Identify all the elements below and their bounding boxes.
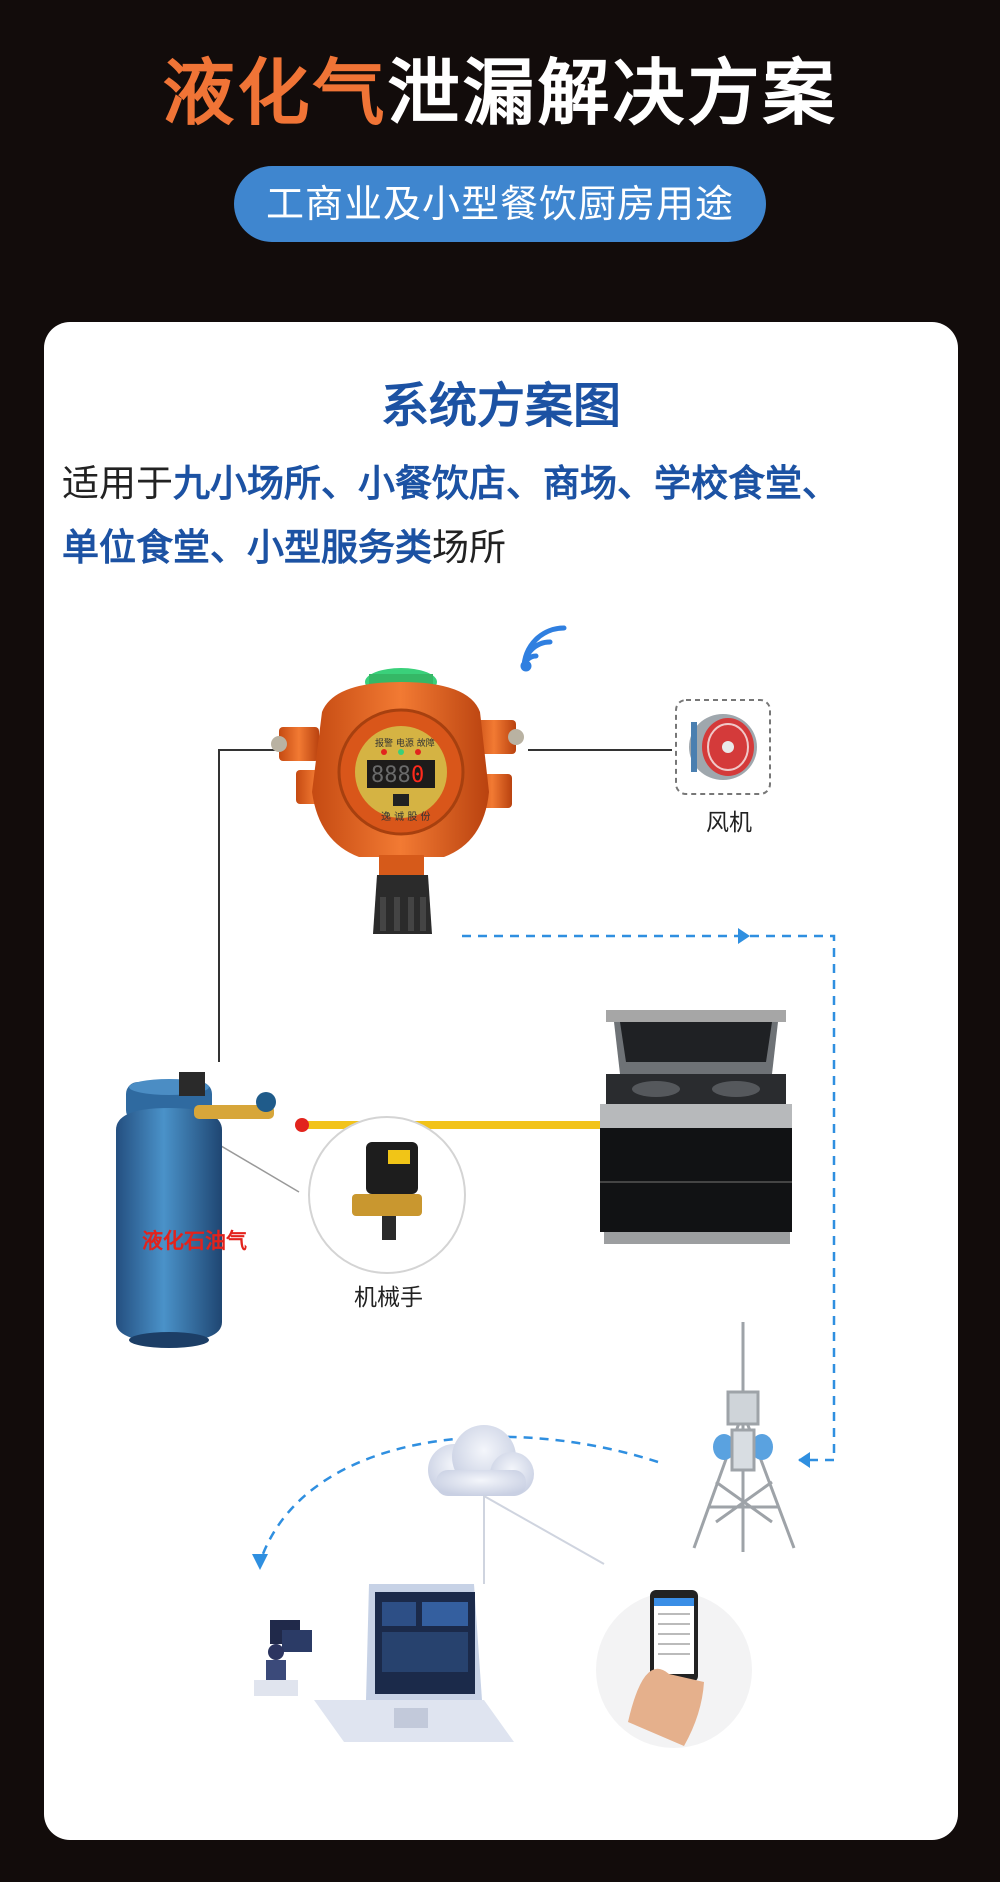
cloud-icon [428, 1425, 534, 1496]
cloud-link [258, 1435, 659, 1563]
pipe-joint [295, 1118, 309, 1132]
arrow-right-icon [738, 928, 750, 944]
fan-icon [675, 699, 771, 795]
desc-venues-line1: 九小场所、小餐饮店、商场、学校食堂、 [173, 462, 839, 505]
svg-text:逸 诚 股 份: 逸 诚 股 份 [381, 811, 431, 823]
integrated-stove [600, 1010, 792, 1244]
detector-display: 888 [371, 763, 411, 788]
desc-lead: 适用于 [62, 462, 173, 505]
cell-tower-icon [692, 1322, 796, 1552]
arrow-down-icon [252, 1554, 268, 1570]
system-diagram: 报警 电源 故障 888 0 逸 诚 股 份 风机 [116, 625, 836, 1748]
gas-detector: 报警 电源 故障 888 0 逸 诚 股 份 [271, 668, 524, 934]
solution-card: 系统方案图 适用于九小场所、小餐饮店、商场、学校食堂、 单位食堂、小型服务类场所 [44, 322, 958, 1840]
wireless-link [462, 934, 836, 1462]
laptop-icon [314, 1584, 514, 1742]
title-rest: 泄漏解决方案 [387, 51, 838, 135]
card-title: 系统方案图 [380, 378, 621, 434]
desc-venues-line2: 单位食堂、小型服务类 [62, 526, 432, 569]
svg-text:报警 电源 故障: 报警 电源 故障 [375, 737, 435, 749]
valve-manipulator-icon [308, 1116, 466, 1274]
page-title: 液化气泄漏解决方案 [0, 48, 1000, 138]
wifi-icon [520, 625, 567, 672]
arrow-left-icon [798, 1452, 810, 1468]
operator-icon [254, 1620, 312, 1696]
desc-tail: 场所 [432, 526, 506, 569]
smartphone-icon [596, 1590, 752, 1748]
cylinder-label: 液化石油气 [142, 1229, 247, 1253]
fan-label: 风机 [706, 810, 752, 836]
title-highlight: 液化气 [162, 51, 388, 135]
detector-display-red: 0 [411, 763, 424, 788]
valve-label: 机械手 [354, 1285, 423, 1311]
applicable-venues-text: 适用于九小场所、小餐饮店、商场、学校食堂、 单位食堂、小型服务类场所 [62, 452, 952, 580]
lpg-cylinder [116, 1072, 276, 1348]
subtitle-badge: 工商业及小型餐饮厨房用途 [234, 166, 766, 242]
